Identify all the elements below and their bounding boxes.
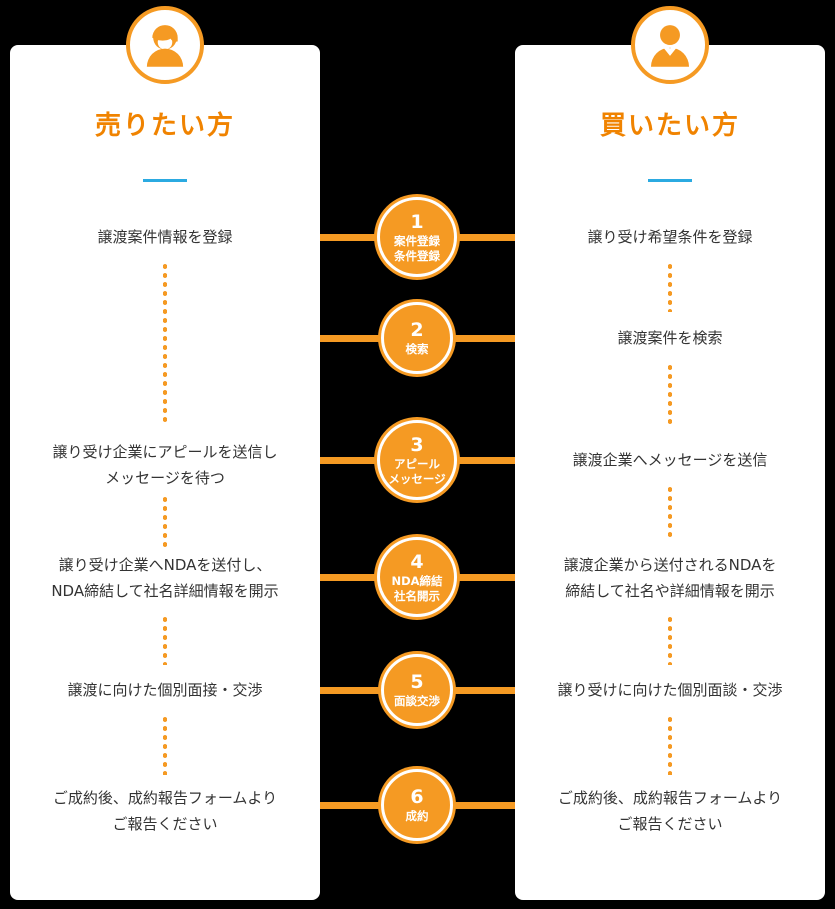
- buyer-step-2: 譲渡案件を検索: [515, 325, 825, 351]
- seller-step-4-text: 譲り受け企業へNDAを送付し、: [58, 556, 272, 574]
- buyer-step-4-text: 譲渡企業から送付されるNDAを: [563, 556, 777, 574]
- seller-avatar: [126, 6, 204, 84]
- buyer-step-5: 譲り受けに向けた個別面談・交渉: [515, 677, 825, 703]
- step-number: 2: [410, 319, 424, 341]
- step-label: 案件登録 条件登録: [394, 234, 440, 264]
- step-label: アピール メッセージ: [388, 457, 445, 487]
- buyer-step-6-text: ご成約後、成約報告フォームより: [557, 789, 783, 807]
- buyer-step-4: 譲渡企業から送付されるNDAを 締結して社名や詳細情報を開示: [515, 552, 825, 604]
- dotted-connector: [163, 495, 167, 547]
- seller-step-3: 譲り受け企業にアピールを送信し メッセージを待つ: [10, 439, 320, 491]
- buyer-step-5-text: 譲り受けに向けた個別面談・交渉: [557, 681, 783, 699]
- seller-title: 売りたい方: [94, 111, 235, 141]
- buyer-step-3-text: 譲渡企業へメッセージを送信: [572, 451, 768, 469]
- seller-step-3-text: 譲り受け企業にアピールを送信し: [52, 443, 278, 461]
- dotted-connector: [163, 615, 167, 665]
- step-label-line: メッセージ: [388, 471, 446, 486]
- step-label-line: 検索: [405, 342, 429, 356]
- buyer-card: 買いたい方 譲り受け希望条件を登録 譲渡案件を検索 譲渡企業へメッセージを送信 …: [515, 6, 825, 900]
- dotted-connector: [163, 715, 167, 775]
- dotted-connector: [668, 615, 672, 665]
- timeline-step-6-badge: 6 成約: [381, 769, 453, 841]
- step-number: 1: [410, 210, 424, 233]
- dotted-connector: [668, 715, 672, 775]
- buyer-avatar: [631, 6, 709, 84]
- step-number: 6: [410, 786, 424, 808]
- dotted-connector: [163, 262, 167, 426]
- step-label-line: 条件登録: [394, 248, 440, 263]
- dotted-connector: [668, 363, 672, 425]
- seller-step-4-text: NDA締結して社名詳細情報を開示: [51, 582, 279, 600]
- dotted-connector: [668, 485, 672, 541]
- step-label-line: 社名開示: [393, 588, 440, 603]
- step-label: 面談交渉: [394, 694, 440, 709]
- seller-step-3-text: メッセージを待つ: [105, 469, 225, 487]
- step-label-line: 面談交渉: [394, 694, 440, 708]
- buyer-step-4-text: 締結して社名や詳細情報を開示: [565, 582, 775, 600]
- seller-step-6-text: ご成約後、成約報告フォームより: [52, 789, 278, 807]
- timeline-step-5-badge: 5 面談交渉: [381, 654, 453, 726]
- step-label: 検索: [406, 342, 429, 357]
- seller-step-6: ご成約後、成約報告フォームより ご報告ください: [10, 785, 320, 837]
- seller-step-1: 譲渡案件情報を登録: [10, 224, 320, 250]
- buyer-title: 買いたい方: [599, 111, 740, 141]
- seller-title-divider: [143, 179, 187, 182]
- female-user-icon: [146, 25, 184, 67]
- step-label: NDA締結 社名開示: [391, 574, 442, 604]
- buyer-step-6: ご成約後、成約報告フォームより ご報告ください: [515, 785, 825, 837]
- buyer-step-1: 譲り受け希望条件を登録: [515, 224, 825, 250]
- buyer-step-6-text: ご報告ください: [617, 815, 723, 833]
- step-label-line: アピール: [394, 456, 440, 471]
- step-number: 3: [410, 433, 424, 456]
- buyer-step-1-text: 譲り受け希望条件を登録: [587, 228, 753, 246]
- seller-card: 売りたい方 譲渡案件情報を登録 譲り受け企業にアピールを送信し メッセージを待つ…: [10, 6, 320, 900]
- timeline-step-3-badge: 3 アピール メッセージ: [377, 420, 457, 500]
- buyer-title-divider: [648, 179, 692, 182]
- step-number: 4: [410, 550, 424, 573]
- timeline-step-4-badge: 4 NDA締結 社名開示: [377, 537, 457, 617]
- seller-step-6-text: ご報告ください: [112, 815, 218, 833]
- step-label-line: 案件登録: [394, 233, 440, 248]
- step-label: 成約: [406, 809, 429, 824]
- seller-step-4: 譲り受け企業へNDAを送付し、 NDA締結して社名詳細情報を開示: [10, 552, 320, 604]
- step-label-line: NDA締結: [391, 573, 443, 588]
- seller-step-1-text: 譲渡案件情報を登録: [97, 228, 233, 246]
- seller-step-5-text: 譲渡に向けた個別面接・交渉: [67, 681, 263, 699]
- buyer-step-2-text: 譲渡案件を検索: [617, 329, 723, 347]
- seller-step-5: 譲渡に向けた個別面接・交渉: [10, 677, 320, 703]
- step-number: 5: [410, 671, 424, 693]
- timeline-step-1-badge: 1 案件登録 条件登録: [377, 197, 457, 277]
- timeline-step-2-badge: 2 検索: [381, 302, 453, 374]
- buyer-step-3: 譲渡企業へメッセージを送信: [515, 447, 825, 473]
- male-user-icon: [650, 25, 690, 67]
- step-label-line: 成約: [405, 809, 429, 823]
- dotted-connector: [668, 262, 672, 312]
